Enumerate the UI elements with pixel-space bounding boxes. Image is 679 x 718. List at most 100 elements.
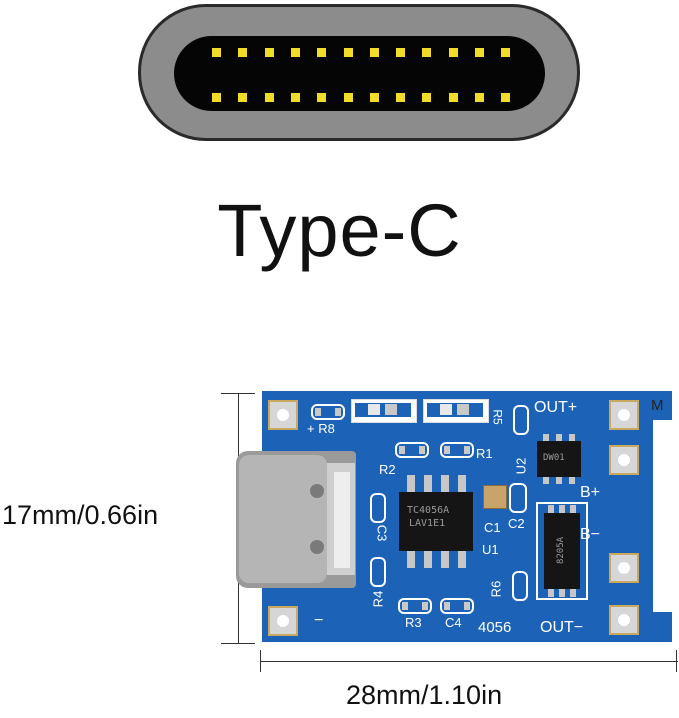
led-blue-contact — [457, 404, 469, 415]
label-m: M — [651, 397, 664, 414]
mosfet-pin — [570, 589, 576, 597]
label-r5: R5 — [490, 409, 505, 425]
capacitor-c4 — [440, 598, 474, 614]
pad-bottom-left — [268, 606, 298, 636]
width-dimension-label: 28mm/1.10in — [346, 680, 503, 710]
usb-c-pin — [317, 48, 326, 57]
label-r8: + R8 — [307, 421, 335, 436]
led-blue-body — [427, 403, 483, 417]
type-c-heading: Type-C — [217, 189, 462, 272]
label-b-minus: B− — [580, 526, 601, 543]
resistor-r8 — [311, 404, 345, 420]
u1-marking-line2: LAV1E1 — [409, 518, 446, 529]
pad-out-minus — [609, 605, 639, 635]
u1-pin — [407, 551, 415, 568]
mosfet-pin — [548, 589, 554, 597]
label-r4: R4 — [370, 590, 386, 608]
u1-pin — [407, 475, 415, 492]
usb-c-pin — [238, 48, 247, 57]
mosfet-pin — [570, 505, 576, 513]
u1-pin — [458, 551, 466, 568]
label-c1: C1 — [484, 520, 501, 535]
label-u2: U2 — [513, 457, 529, 475]
mosfet-pin — [559, 589, 565, 597]
label-r3: R3 — [405, 615, 422, 630]
led-red-body — [355, 403, 411, 417]
pcb-notch — [650, 420, 677, 612]
label-b-plus: B+ — [580, 484, 601, 501]
u2-pin — [556, 434, 562, 441]
label-out-minus: OUT− — [540, 619, 584, 636]
u2-pin — [543, 434, 549, 441]
mosfet-pin — [548, 505, 554, 513]
label-u1: U1 — [482, 542, 499, 557]
resistor-r2 — [395, 442, 429, 458]
usb-c-pin — [501, 93, 510, 102]
label-c4: C4 — [445, 615, 462, 630]
usb-c-pin — [344, 48, 353, 57]
led-red-contact — [385, 404, 397, 415]
width-dimension-right-tick — [676, 650, 677, 672]
resistor-r5 — [513, 405, 529, 435]
width-dimension-line — [260, 661, 678, 662]
usb-c-pin — [265, 93, 274, 102]
pad-b-minus — [609, 553, 639, 583]
resistor-r3 — [398, 598, 432, 614]
usb-c-pin — [212, 48, 221, 57]
u1-marking-line1: TC4056A — [407, 505, 450, 516]
mosfet-chip — [544, 513, 580, 589]
resistor-r1 — [440, 442, 474, 458]
label-c3: C3 — [374, 524, 390, 542]
label-r6: R6 — [488, 580, 504, 598]
usb-c-pin — [396, 48, 405, 57]
u1-pin — [424, 551, 432, 568]
charger-ic-u1 — [399, 492, 473, 551]
capacitor-c3 — [370, 493, 386, 523]
resistor-r4 — [370, 557, 386, 587]
usb-c-pin — [396, 93, 405, 102]
usb-c-pin — [370, 48, 379, 57]
usb-c-pin — [265, 48, 274, 57]
led-blue-lens — [440, 404, 452, 415]
resistor-r6 — [512, 571, 528, 601]
height-dimension-top-tick — [221, 393, 255, 394]
mosfet-outline — [536, 502, 588, 600]
usb-c-pin — [475, 93, 484, 102]
mosfet-pin — [559, 505, 565, 513]
u1-pin — [424, 475, 432, 492]
height-dimension-bottom-tick — [221, 643, 255, 644]
mosfet-marking: 8205A — [556, 536, 567, 565]
usb-c-connector-cavity — [174, 36, 545, 111]
usb-c-pin — [475, 48, 484, 57]
usb-c-pin — [291, 48, 300, 57]
label-minus: − — [314, 612, 324, 629]
usb-c-pin — [317, 93, 326, 102]
capacitor-c1 — [483, 485, 507, 509]
label-out-plus: OUT+ — [534, 399, 578, 416]
usb-c-pin — [422, 93, 431, 102]
u2-pin — [569, 434, 575, 441]
usb-c-pin — [501, 48, 510, 57]
u1-pin — [458, 475, 466, 492]
label-r2: R2 — [379, 462, 396, 477]
label-model-4056: 4056 — [478, 619, 512, 636]
usb-c-pin — [449, 93, 458, 102]
pad-out-plus — [609, 400, 639, 430]
u2-marking: DW01 — [543, 453, 565, 463]
pad-top-left — [268, 400, 298, 430]
width-dimension-left-tick — [260, 650, 261, 672]
usb-c-pin — [422, 48, 431, 57]
usb-c-pin — [212, 93, 221, 102]
usb-c-pin — [238, 93, 247, 102]
usb-c-pin — [344, 93, 353, 102]
led-red-lens — [368, 404, 380, 415]
u2-pin — [569, 477, 575, 484]
capacitor-c2 — [509, 483, 527, 513]
usb-c-pin — [370, 93, 379, 102]
protection-ic-u2 — [537, 441, 581, 477]
u1-pin — [441, 551, 449, 568]
usb-c-pin — [449, 48, 458, 57]
label-c2: C2 — [508, 516, 525, 531]
u2-pin — [543, 477, 549, 484]
usb-c-port-hole-bottom — [310, 540, 324, 554]
